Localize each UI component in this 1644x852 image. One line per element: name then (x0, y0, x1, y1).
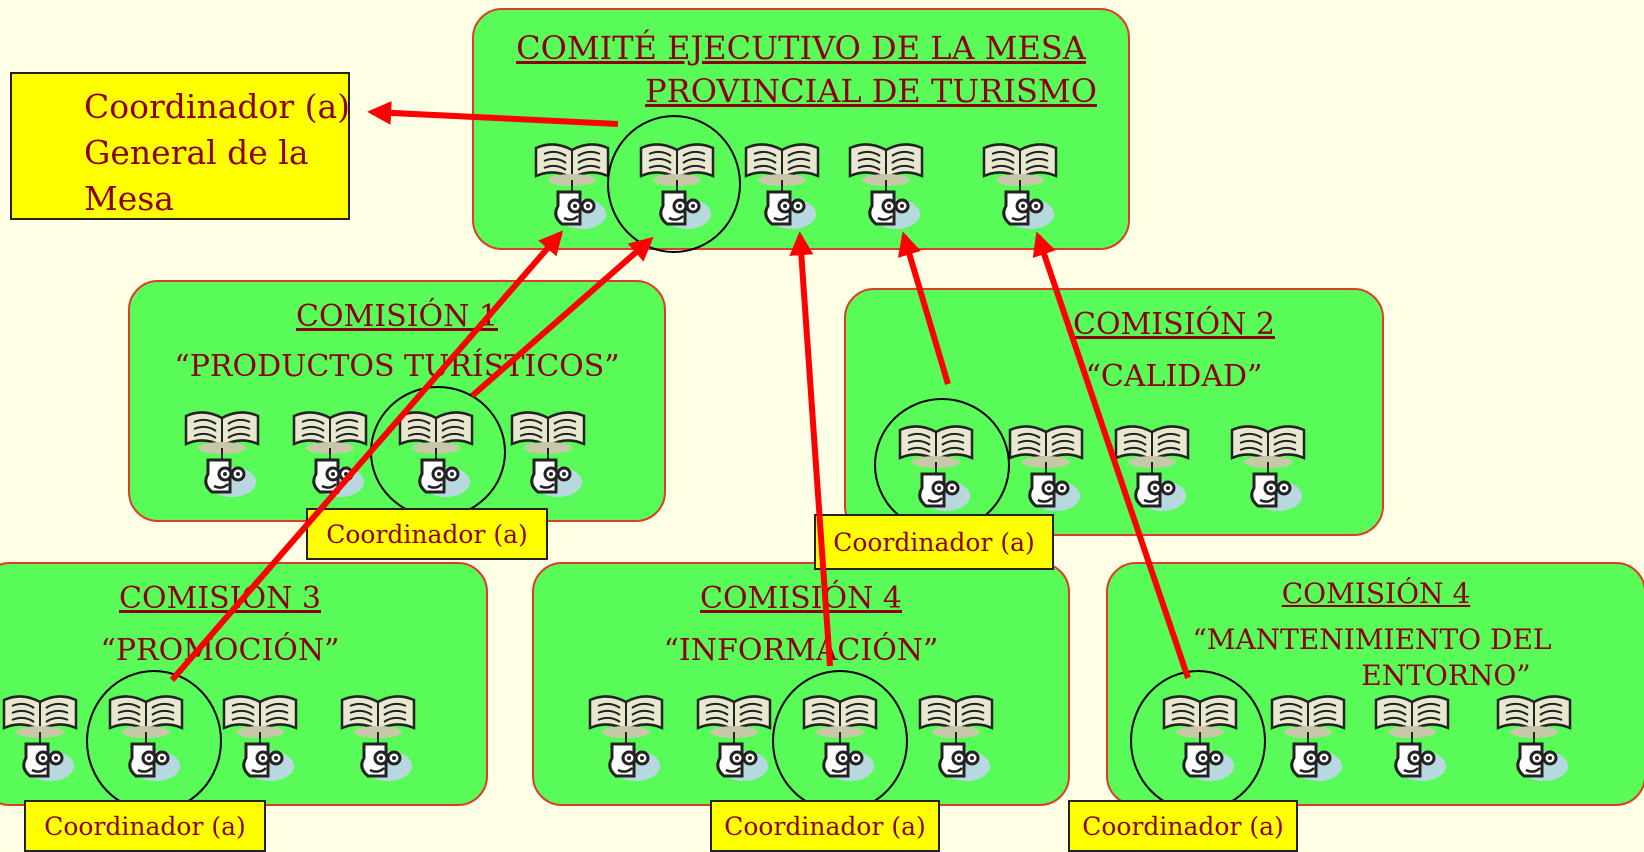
member-icon (846, 136, 926, 232)
member-icon (106, 688, 186, 784)
commission-5-title: COMISIÓN 4 (1281, 577, 1471, 610)
member-icon (0, 688, 80, 784)
executive-title-line-1: COMITÉ EJECUTIVO DE LA MESA (516, 29, 1086, 67)
commission-3-coordinator-tag: Coordinador (a) (24, 800, 266, 852)
member-icon (1006, 418, 1086, 514)
commission-2-box: COMISIÓN 2 “CALIDAD” (844, 288, 1384, 536)
commission-1-title: COMISIÓN 1 (296, 299, 498, 334)
commission-4-box: COMISIÓN 4 “INFORMACIÓN” (532, 562, 1070, 812)
commission-5-subtitle-line-2: ENTORNO” (1361, 659, 1531, 692)
commission-2-subtitle: “CALIDAD” (1085, 359, 1263, 394)
general-coordinator-line-3: Mesa (84, 179, 174, 218)
commission-4-coordinator-tag: Coordinador (a) (710, 800, 940, 852)
executive-title-line-2: PROVINCIAL DE TURISMO (645, 72, 1097, 110)
commission-4-subtitle: “INFORMACIÓN” (663, 633, 939, 668)
member-icon (800, 688, 880, 784)
commission-1-subtitle: “PRODUCTOS TURÍSTICOS” (174, 349, 620, 384)
general-coordinator-line-2: General de la (84, 133, 309, 172)
member-icon (508, 404, 588, 500)
commission-1-coordinator-tag: Coordinador (a) (306, 508, 548, 560)
commission-2-coordinator-tag: Coordinador (a) (814, 514, 1054, 570)
member-icon (1160, 688, 1240, 784)
general-coordinator-line-1: Coordinador (a) (84, 87, 351, 126)
member-icon (742, 136, 822, 232)
member-icon (338, 688, 418, 784)
member-icon (220, 688, 300, 784)
member-icon (586, 688, 666, 784)
member-icon (1268, 688, 1348, 784)
commission-4-title: COMISIÓN 4 (700, 581, 902, 616)
member-icon (182, 404, 262, 500)
member-icon (980, 136, 1060, 232)
member-icon (896, 418, 976, 514)
member-icon (637, 136, 717, 232)
member-icon (290, 404, 370, 500)
commission-5-box: COMISIÓN 4 “MANTENIMIENTO DEL ENTORNO” (1106, 562, 1644, 812)
commission-1-box: COMISIÓN 1 “PRODUCTOS TURÍSTICOS” (128, 280, 666, 522)
member-icon (1228, 418, 1308, 514)
commission-3-title: COMISIÓN 3 (119, 581, 321, 616)
commission-3-subtitle: “PROMOCIÓN” (100, 633, 340, 668)
general-coordinator-box: Coordinador (a) General de la Mesa (10, 72, 350, 220)
member-icon (694, 688, 774, 784)
member-icon (1494, 688, 1574, 784)
member-icon (916, 688, 996, 784)
commission-3-box: COMISIÓN 3 “PROMOCIÓN” (0, 562, 488, 812)
member-icon (532, 136, 612, 232)
member-icon (396, 404, 476, 500)
commission-5-subtitle-line-1: “MANTENIMIENTO DEL (1192, 623, 1552, 656)
member-icon (1372, 688, 1452, 784)
member-icon (1112, 418, 1192, 514)
commission-5-coordinator-tag: Coordinador (a) (1068, 800, 1298, 852)
commission-2-title: COMISIÓN 2 (1073, 307, 1275, 342)
executive-committee-box: COMITÉ EJECUTIVO DE LA MESA PROVINCIAL D… (472, 8, 1130, 253)
